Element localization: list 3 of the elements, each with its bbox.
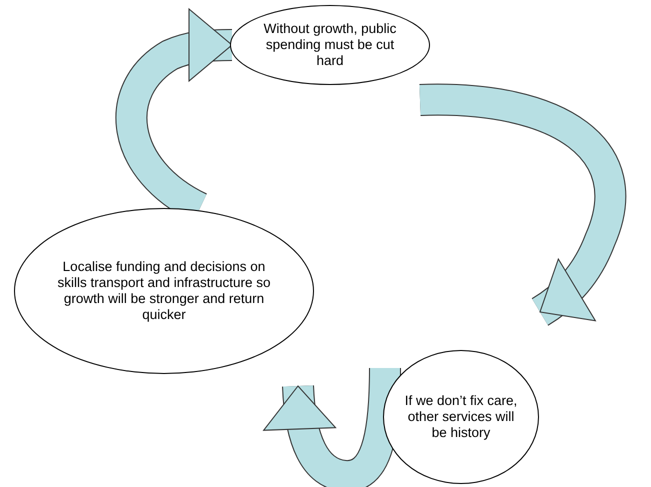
- node-text: Localise funding and decisions on skills transport and infrastructure so growth will be stronger and return quicker: [56, 258, 272, 324]
- node-text: Without growth, public spending must be cut hard: [262, 20, 398, 70]
- node-text: If we don’t fix care, other services will be history: [404, 392, 518, 442]
